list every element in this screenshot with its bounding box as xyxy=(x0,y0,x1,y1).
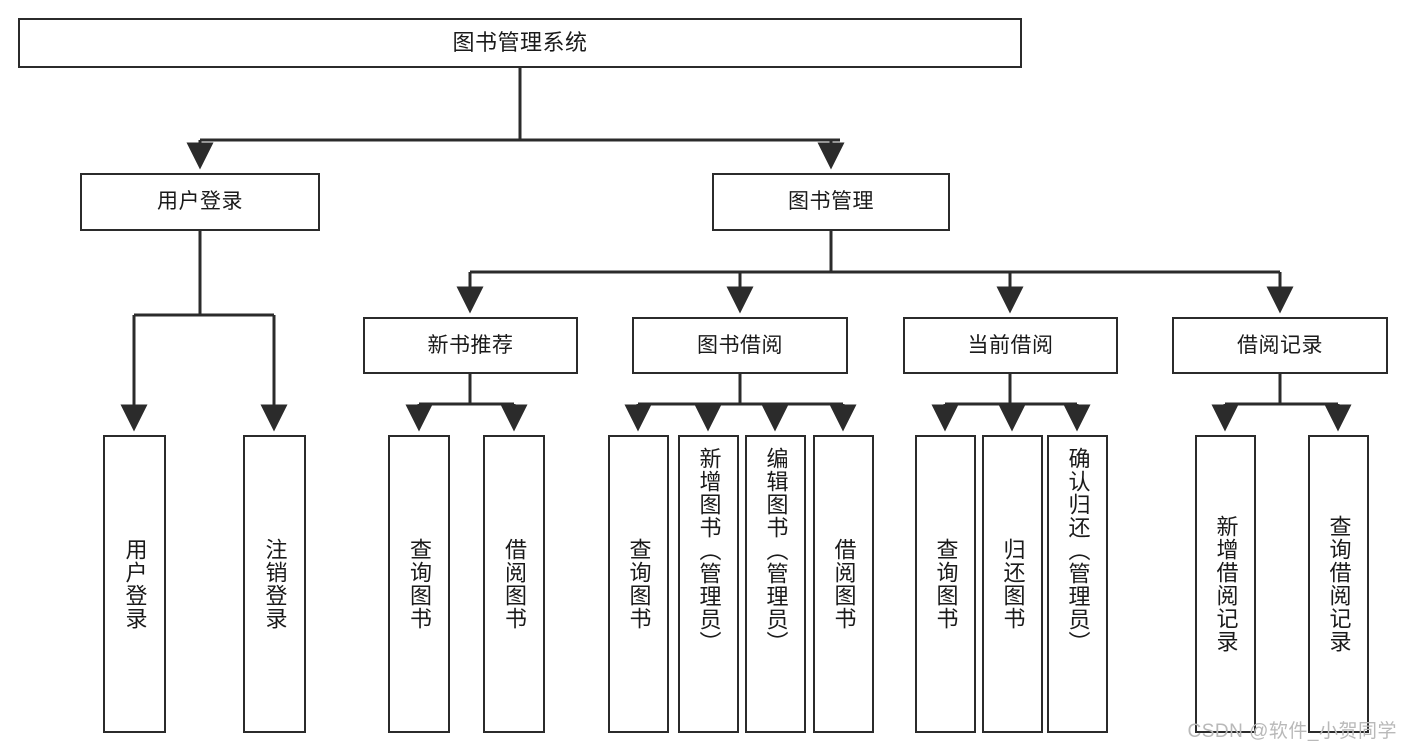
leaf-borrow-book-2-label: 借阅图书 xyxy=(831,538,857,630)
leaf-query-book-2-label: 查询图书 xyxy=(626,538,652,630)
node-borrow-record[interactable]: 借阅记录 xyxy=(1172,317,1388,374)
leaf-confirm-return[interactable]: 确认归还（管理员） xyxy=(1047,435,1108,733)
leaf-query-book-1[interactable]: 查询图书 xyxy=(388,435,450,733)
node-root[interactable]: 图书管理系统 xyxy=(18,18,1022,68)
leaf-add-book[interactable]: 新增图书（管理员） xyxy=(678,435,739,733)
leaf-add-book-label: 新增图书（管理员） xyxy=(696,447,722,654)
leaf-user-login-label: 用户登录 xyxy=(122,538,148,630)
leaf-query-record-label: 查询借阅记录 xyxy=(1326,515,1352,653)
leaf-query-book-3-label: 查询图书 xyxy=(933,538,959,630)
node-new-book-recommend[interactable]: 新书推荐 xyxy=(363,317,578,374)
leaf-logout[interactable]: 注销登录 xyxy=(243,435,306,733)
node-root-label: 图书管理系统 xyxy=(452,29,588,55)
leaf-borrow-book-1-label: 借阅图书 xyxy=(502,538,527,630)
node-book-borrow[interactable]: 图书借阅 xyxy=(632,317,848,374)
leaf-query-book-3[interactable]: 查询图书 xyxy=(915,435,976,733)
leaf-edit-book-label: 编辑图书（管理员） xyxy=(763,447,789,654)
leaf-query-record[interactable]: 查询借阅记录 xyxy=(1308,435,1369,733)
leaf-add-record[interactable]: 新增借阅记录 xyxy=(1195,435,1256,733)
node-user-login-label: 用户登录 xyxy=(157,190,243,214)
leaf-confirm-return-label: 确认归还（管理员） xyxy=(1065,447,1091,654)
leaf-query-book-2[interactable]: 查询图书 xyxy=(608,435,669,733)
leaf-borrow-book-2[interactable]: 借阅图书 xyxy=(813,435,874,733)
watermark: CSDN @软件_小贺同学 xyxy=(1187,721,1397,742)
node-user-login[interactable]: 用户登录 xyxy=(80,173,320,231)
node-borrow-record-label: 借阅记录 xyxy=(1237,333,1323,357)
node-book-management-label: 图书管理 xyxy=(788,190,874,214)
leaf-borrow-book-1[interactable]: 借阅图书 xyxy=(483,435,545,733)
node-current-borrow-label: 当前借阅 xyxy=(967,333,1054,357)
leaf-user-login[interactable]: 用户登录 xyxy=(103,435,166,733)
leaf-return-book[interactable]: 归还图书 xyxy=(982,435,1043,733)
leaf-return-book-label: 归还图书 xyxy=(1000,538,1026,630)
node-book-management[interactable]: 图书管理 xyxy=(712,173,950,231)
leaf-add-record-label: 新增借阅记录 xyxy=(1213,515,1239,653)
leaf-edit-book[interactable]: 编辑图书（管理员） xyxy=(745,435,806,733)
leaf-query-book-1-label: 查询图书 xyxy=(407,538,432,630)
node-new-book-recommend-label: 新书推荐 xyxy=(427,333,514,357)
node-current-borrow[interactable]: 当前借阅 xyxy=(903,317,1118,374)
node-book-borrow-label: 图书借阅 xyxy=(697,333,783,357)
leaf-logout-label: 注销登录 xyxy=(262,538,288,630)
